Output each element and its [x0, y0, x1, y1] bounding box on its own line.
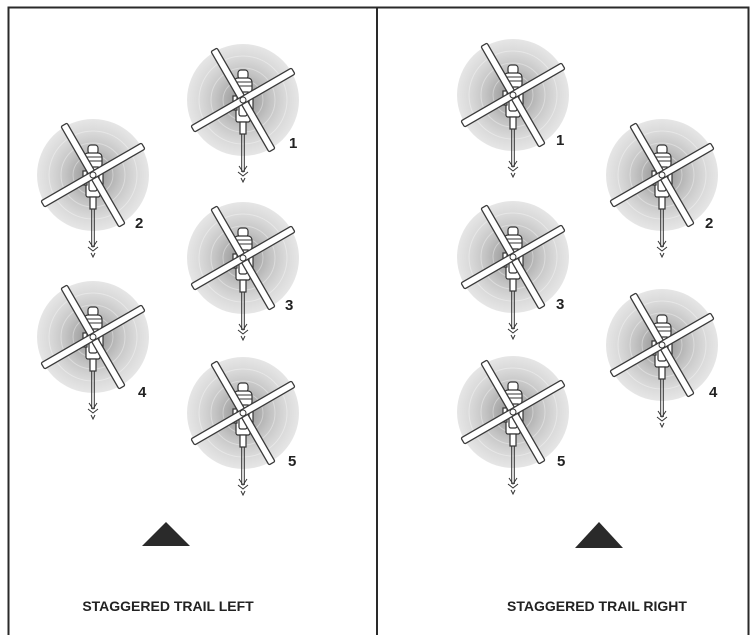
- helicopter-icon: [36, 118, 150, 258]
- helicopter-icon: [36, 280, 150, 420]
- helicopter-icon: [456, 200, 570, 340]
- panel-left: 1 2 3 4 5 STAGGERED TRAIL LEFT: [36, 43, 300, 614]
- helicopter-icon: [456, 355, 570, 495]
- aircraft-label: 4: [138, 384, 147, 401]
- aircraft-5: 5: [456, 355, 570, 495]
- aircraft-1: 1: [456, 38, 570, 178]
- aircraft-label: 3: [556, 296, 564, 313]
- aircraft-4: 4: [36, 280, 150, 420]
- panel-caption: STAGGERED TRAIL LEFT: [82, 598, 254, 614]
- aircraft-2: 2: [36, 118, 150, 258]
- aircraft-label: 5: [557, 453, 565, 470]
- aircraft-label: 5: [288, 453, 296, 470]
- aircraft-label: 3: [285, 297, 293, 314]
- aircraft-1: 1: [186, 43, 300, 183]
- aircraft-2: 2: [605, 118, 719, 258]
- helicopter-icon: [456, 38, 570, 178]
- panel-caption: STAGGERED TRAIL RIGHT: [507, 598, 687, 614]
- aircraft-4: 4: [605, 288, 719, 428]
- helicopter-icon: [605, 288, 719, 428]
- aircraft-5: 5: [186, 356, 300, 496]
- panel-right: 1 2 3 4 5 STAGGERED TRAIL RIGHT: [456, 38, 719, 614]
- aircraft-label: 2: [135, 215, 143, 232]
- aircraft-label: 4: [709, 384, 718, 401]
- aircraft-label: 2: [705, 215, 713, 232]
- aircraft-3: 3: [456, 200, 570, 340]
- triangle-up-icon: [575, 522, 623, 548]
- helicopter-icon: [186, 356, 300, 496]
- aircraft-label: 1: [556, 132, 564, 149]
- triangle-up-icon: [142, 522, 190, 546]
- helicopter-icon: [605, 118, 719, 258]
- helicopter-icon: [186, 43, 300, 183]
- helicopter-icon: [186, 201, 300, 341]
- aircraft-label: 1: [289, 135, 297, 152]
- frame-border: [7, 6, 750, 635]
- aircraft-3: 3: [186, 201, 300, 341]
